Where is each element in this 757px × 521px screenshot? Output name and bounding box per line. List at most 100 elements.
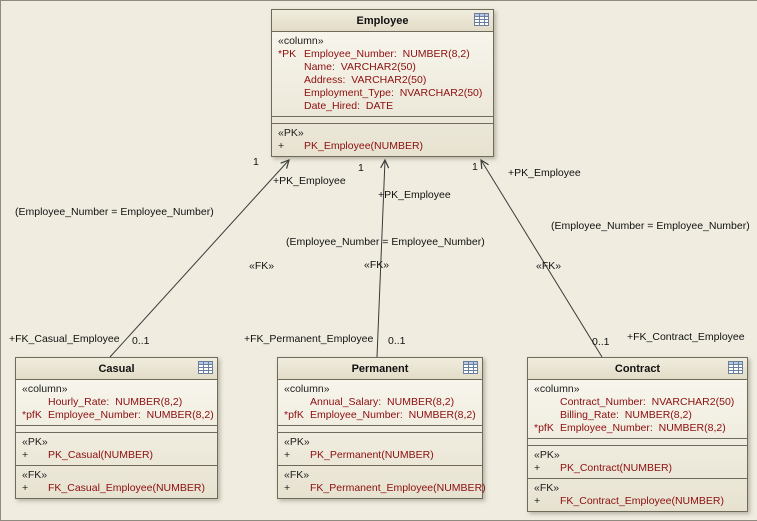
table-icon [728,361,743,374]
connector-casual-to-employee[interactable] [109,159,290,358]
pk-compartment: «PK» + PK_Casual(NUMBER) [16,433,217,466]
column-text: Employment_Type: NVARCHAR2(50) [304,87,483,99]
pk-text: PK_Employee(NUMBER) [304,140,424,152]
entity-title: Contract [614,362,661,375]
pk-compartment: «PK» +PK_Employee(NUMBER) [272,124,493,156]
column-stereotype: «column» [278,35,324,47]
fk-compartment: «FK» +FK_Permanent_Employee(NUMBER) [278,466,486,498]
column-text: Date_Hired: DATE [304,100,394,112]
pk-row: +PK_Employee(NUMBER) [272,140,493,153]
column-text: Hourly_Rate: NUMBER(8,2) [48,396,183,408]
visibility-prefix: + [284,449,291,461]
fk-row: +FK_Permanent_Employee(NUMBER) [278,482,486,495]
column-row: *pfK Employee_Number: NUMBER(8,2) [278,409,482,422]
key-flag [22,396,48,409]
key-flag: *pfK [22,409,42,421]
operations-compartment-empty [278,426,482,433]
table-icon [474,13,489,26]
column-row: Employment_Type: NVARCHAR2(50) [272,87,493,100]
pk-compartment: «PK» + PK_Permanent(NUMBER) [278,433,482,466]
column-stereotype: «column» [534,383,580,395]
permanent-conn-source-role: +FK_Permanent_Employee [244,333,374,345]
pk-text: PK_Contract(NUMBER) [560,462,673,474]
column-text: Contract_Number: NVARCHAR2(50) [560,396,735,408]
pk-text: PK_Casual(NUMBER) [48,449,154,461]
column-row: Address: VARCHAR2(50) [272,74,493,87]
pk-row: + PK_Contract(NUMBER) [528,462,747,475]
entity-title: Casual [98,362,135,375]
casual-conn-target-role: +PK_Employee [273,175,346,187]
column-text: Address: VARCHAR2(50) [304,74,427,86]
pk-stereotype: «PK» [278,127,304,139]
permanent-conn-target-role: +PK_Employee [378,189,451,201]
column-text: Annual_Salary: NUMBER(8,2) [310,396,455,408]
column-row: Date_Hired: DATE [272,100,493,113]
column-text: Employee_Number: NUMBER(8,2) [48,409,214,421]
column-row: Contract_Number: NVARCHAR2(50) [528,396,747,409]
key-flag [284,396,310,409]
entity-employee-header: Employee [272,10,493,32]
casual-conn-constraint: (Employee_Number = Employee_Number) [15,206,214,218]
fk-text: FK_Contract_Employee(NUMBER) [560,495,724,507]
contract-conn-target-role: +PK_Employee [508,167,581,179]
entity-title: Employee [356,14,409,27]
column-row: *pfK Employee_Number: NUMBER(8,2) [16,409,217,422]
column-row: Name: VARCHAR2(50) [272,61,493,74]
visibility-prefix: + [534,495,541,507]
key-flag: *pfK [284,409,304,421]
contract-conn-stereotype: «FK» [536,260,562,272]
pk-stereotype: «PK» [534,449,560,461]
casual-conn-target-multiplicity: 1 [253,156,259,168]
operations-compartment-empty [272,117,493,124]
visibility-prefix: + [534,462,541,474]
operations-compartment-empty [528,439,747,446]
visibility-prefix: + [22,449,29,461]
column-row: Annual_Salary: NUMBER(8,2) [278,396,482,409]
key-flag [278,61,304,74]
pk-stereotype: «PK» [284,436,310,448]
permanent-conn-constraint: (Employee_Number = Employee_Number) [286,236,485,248]
key-flag: *PK [278,48,297,60]
permanent-conn-stereotype: «FK» [364,259,390,271]
column-row: *pfK Employee_Number: NUMBER(8,2) [528,422,747,435]
operations-compartment-empty [16,426,217,433]
visibility-prefix: + [22,482,29,494]
column-text: Employee_Number: NUMBER(8,2) [310,409,476,421]
contract-conn-constraint: (Employee_Number = Employee_Number) [551,220,750,232]
fk-stereotype: «FK» [534,482,560,494]
key-flag [534,409,560,422]
contract-conn-source-role: +FK_Contract_Employee [627,331,745,343]
pk-row: + PK_Casual(NUMBER) [16,449,217,462]
key-flag [278,87,304,100]
contract-conn-source-multiplicity: 0..1 [592,336,610,348]
key-flag [534,396,560,409]
fk-row: + FK_Contract_Employee(NUMBER) [528,495,747,508]
key-flag: *pfK [534,422,554,434]
pk-stereotype: «PK» [22,436,48,448]
permanent-conn-source-multiplicity: 0..1 [388,335,406,347]
entity-permanent-header: Permanent [278,358,482,380]
entity-permanent[interactable]: Permanent «column» Annual_Salary: NUMBER… [277,357,486,499]
fk-row: + FK_Casual_Employee(NUMBER) [16,482,217,495]
columns-compartment: «column» Contract_Number: NVARCHAR2(50) … [528,380,747,439]
visibility-prefix: + [284,482,291,494]
entity-contract[interactable]: Contract «column» Contract_Number: NVARC… [527,357,748,512]
fk-text: FK_Casual_Employee(NUMBER) [48,482,205,494]
connector-permanent-to-employee[interactable] [376,158,390,358]
entity-casual-header: Casual [16,358,217,380]
connector-contract-to-employee[interactable] [480,158,603,358]
column-text: Employee_Number: NUMBER(8,2) [560,422,726,434]
permanent-conn-target-multiplicity: 1 [358,162,364,174]
fk-stereotype: «FK» [22,469,48,481]
column-row: Hourly_Rate: NUMBER(8,2) [16,396,217,409]
pk-text: PK_Permanent(NUMBER) [310,449,434,461]
fk-compartment: «FK» + FK_Contract_Employee(NUMBER) [528,479,747,511]
key-flag [278,74,304,87]
entity-casual[interactable]: Casual «column» Hourly_Rate: NUMBER(8,2)… [15,357,218,499]
